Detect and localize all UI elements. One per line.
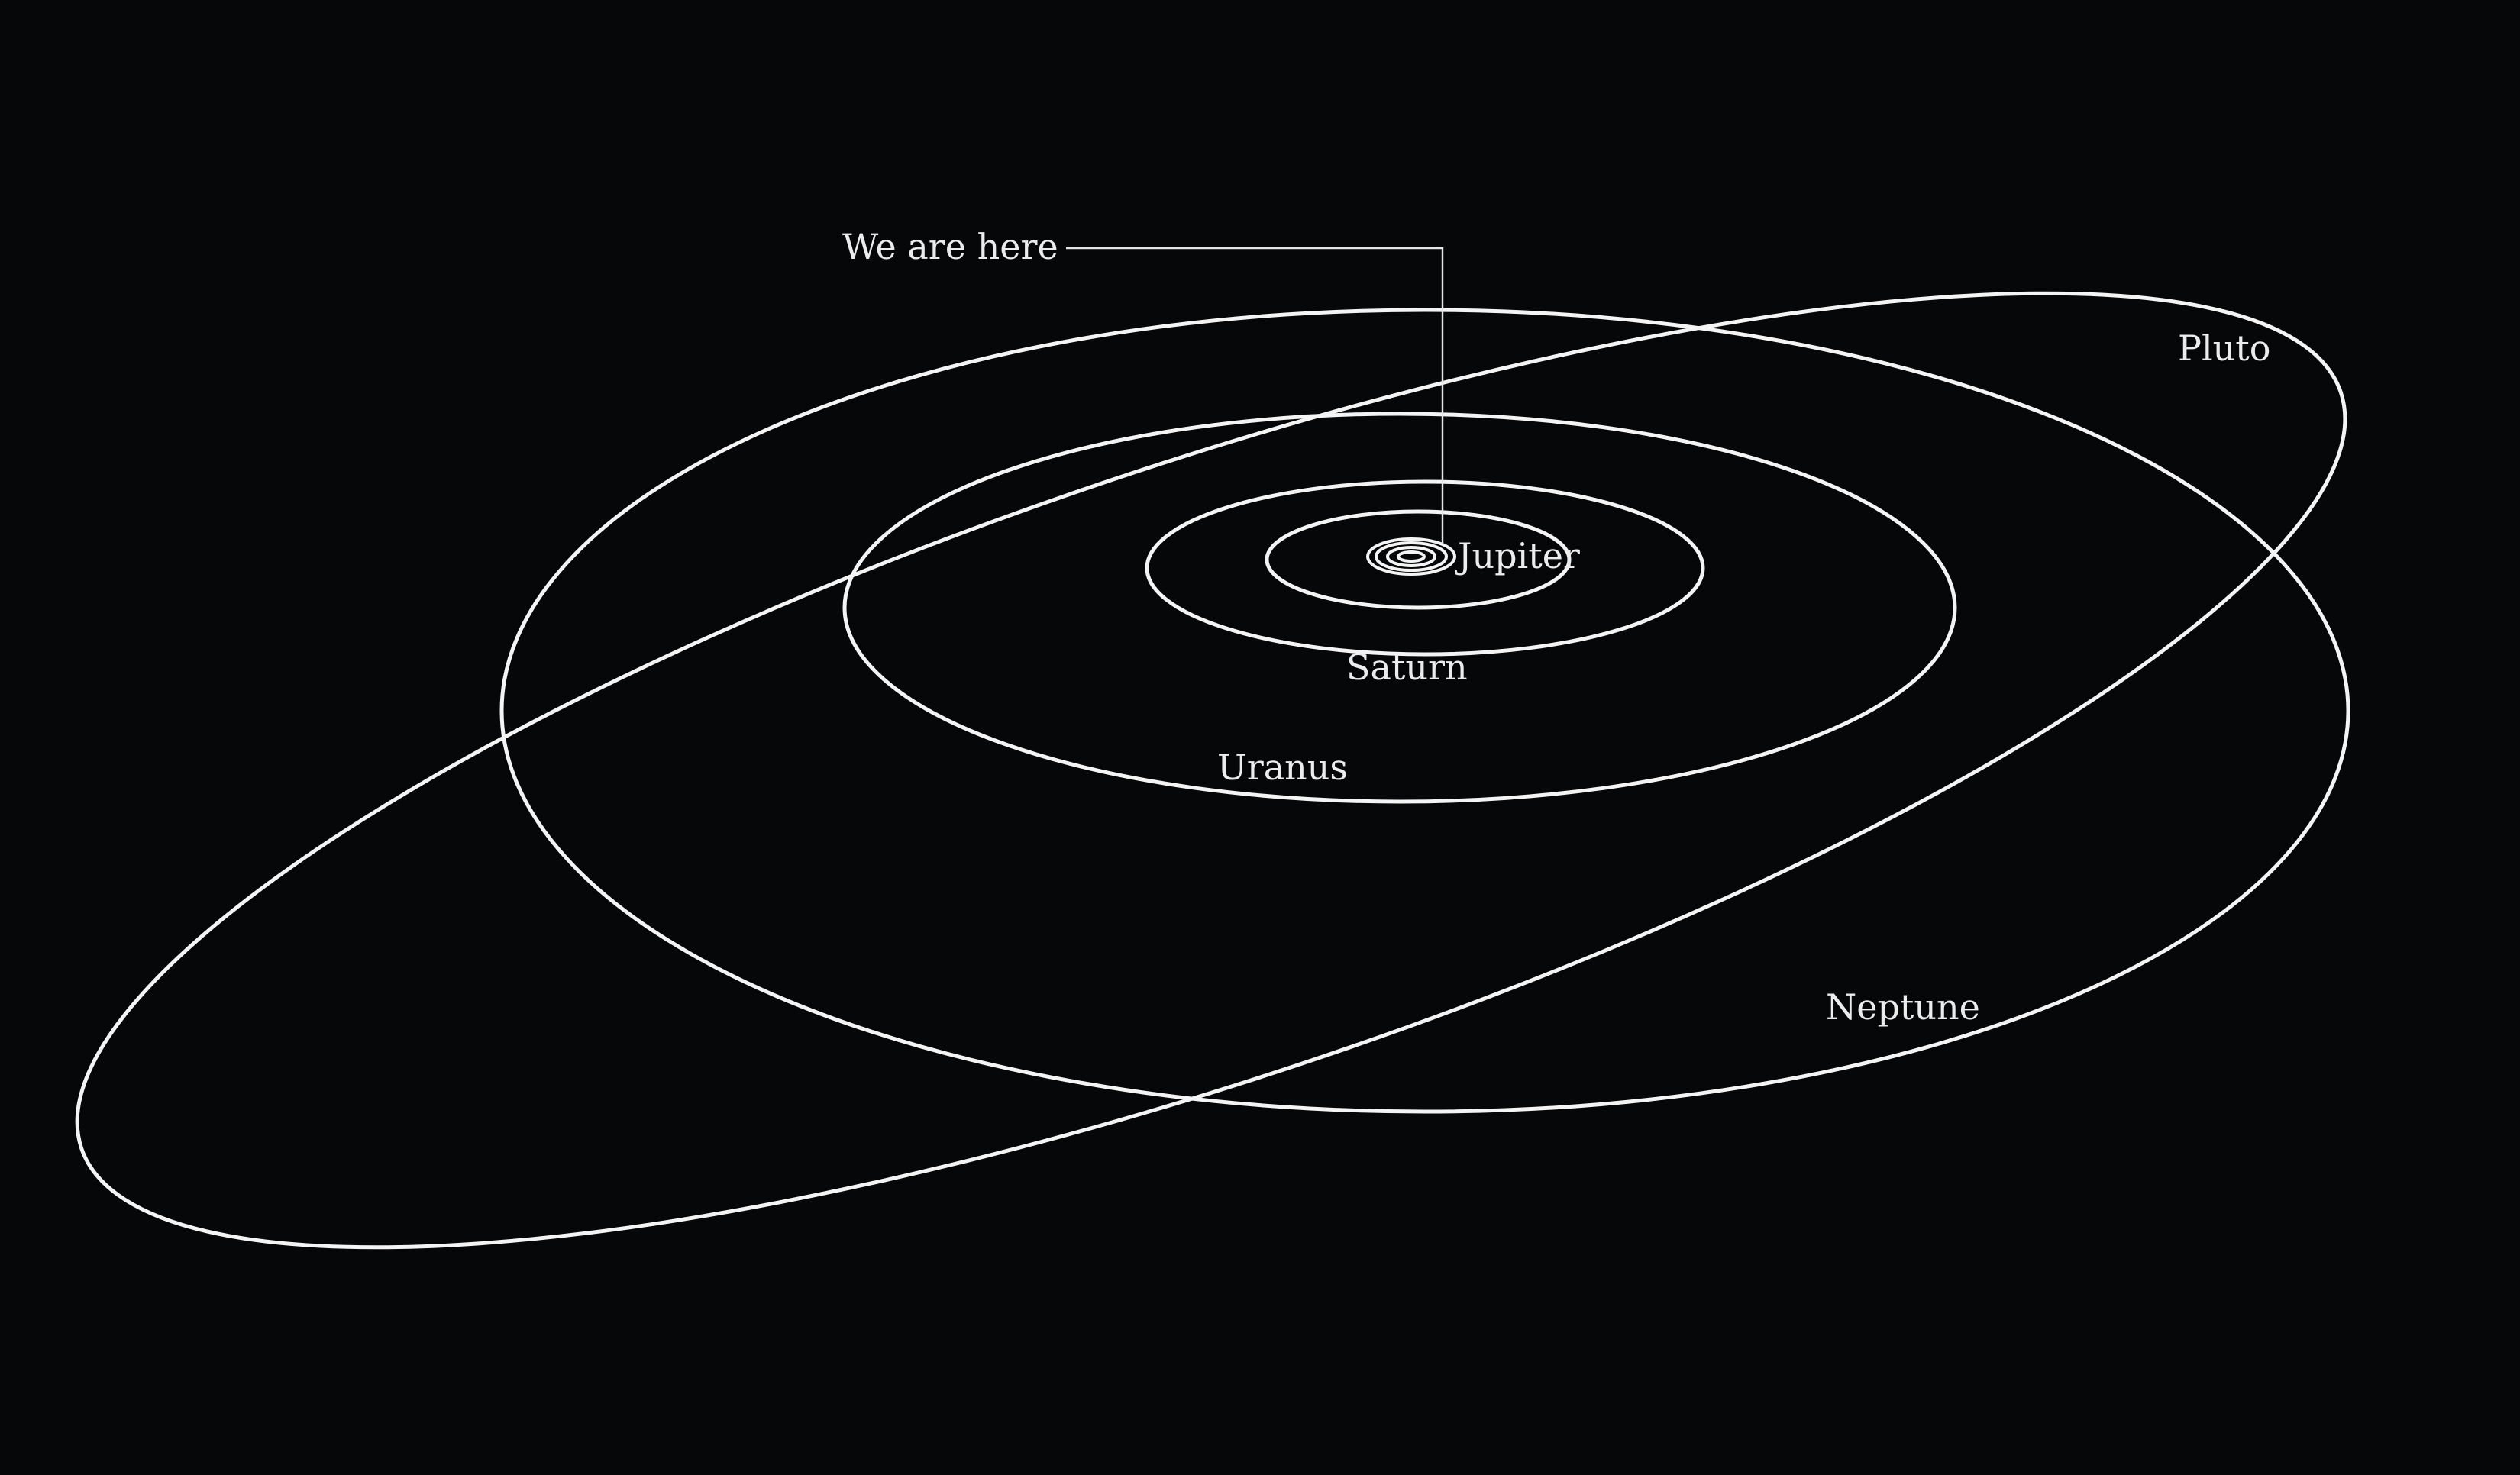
we-are-here-label: We are here bbox=[842, 226, 1058, 267]
we-are-here-leader-line bbox=[1066, 247, 1444, 544]
jupiter-label: Jupiter bbox=[1455, 535, 1580, 576]
mercury-orbit bbox=[1397, 550, 1426, 563]
mars-orbit bbox=[1366, 537, 1456, 576]
pluto-label: Pluto bbox=[2178, 328, 2270, 369]
neptune-orbit bbox=[499, 308, 2350, 1114]
uranus-label: Uranus bbox=[1217, 747, 1348, 788]
uranus-orbit bbox=[842, 412, 1957, 804]
neptune-label: Neptune bbox=[1826, 986, 1980, 1028]
earth-orbit bbox=[1375, 541, 1448, 572]
jupiter-orbit bbox=[1265, 509, 1572, 610]
venus-orbit bbox=[1386, 546, 1436, 567]
pluto-orbit bbox=[75, 291, 2347, 1250]
saturn-label: Saturn bbox=[1346, 647, 1468, 688]
saturn-orbit bbox=[1145, 479, 1705, 657]
